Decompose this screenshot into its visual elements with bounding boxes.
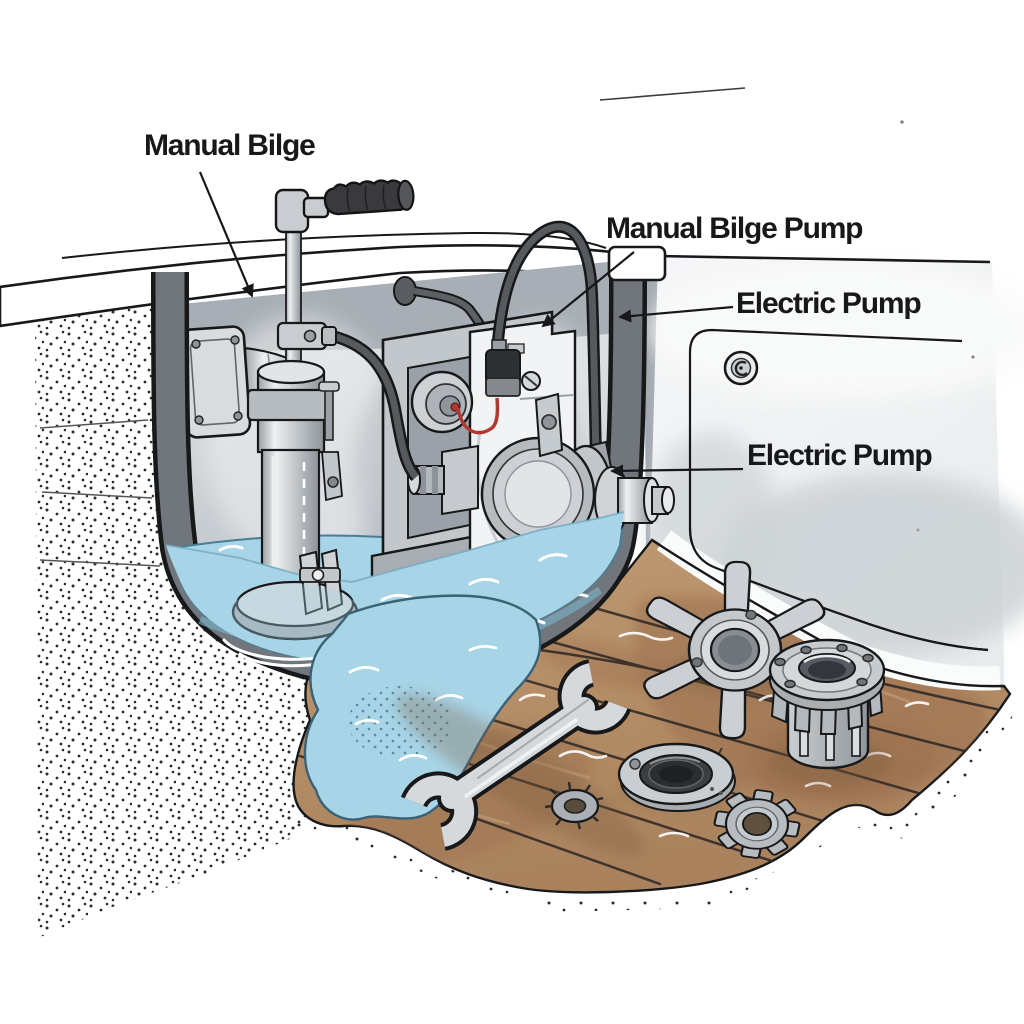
hull-grommet: [393, 276, 417, 306]
open-end-wrench: [400, 659, 632, 851]
outlet-nozzle: [661, 486, 675, 514]
leader-lines: [198, 171, 744, 478]
label-manual-bilge-pump: Manual Bilge Pump: [606, 212, 863, 245]
label-electric-pump-upper: Electric Pump: [736, 287, 922, 320]
leader-electric-pump-upper: [618, 305, 734, 323]
pump-to-pump-hose: [323, 330, 419, 480]
wire-connector: [485, 339, 525, 397]
manual-bilge-pump-assembly: [246, 179, 421, 602]
label-electric-pump-lower: Electric Pump: [747, 439, 933, 472]
leader-electric-pump-lower: [610, 464, 744, 478]
power-wire: [456, 397, 500, 435]
gunwale-end-cap: [607, 245, 667, 282]
pump-head: [480, 436, 675, 552]
drain-plug-fitting: [723, 350, 759, 386]
leader-manual-bilge: [198, 171, 254, 298]
rod-clamp: [276, 321, 337, 351]
pump-handle: [274, 179, 415, 234]
gear: [713, 789, 801, 859]
pump-housing: [768, 638, 886, 770]
impeller: [643, 560, 826, 740]
flange-seal-ring: [617, 742, 736, 812]
lock-washer: [544, 781, 604, 830]
label-manual-bilge: Manual Bilge: [144, 129, 316, 162]
leader-manual-bilge-pump: [541, 251, 635, 328]
motor-end-bell: [410, 370, 474, 434]
pump-base-strainer: [231, 548, 359, 641]
tools-and-parts: [396, 560, 892, 859]
hull-cross-section-stipple: [35, 286, 1016, 938]
piston-rod: [285, 215, 302, 377]
discharge-hose: [493, 223, 600, 459]
handle-grip: [323, 179, 415, 216]
